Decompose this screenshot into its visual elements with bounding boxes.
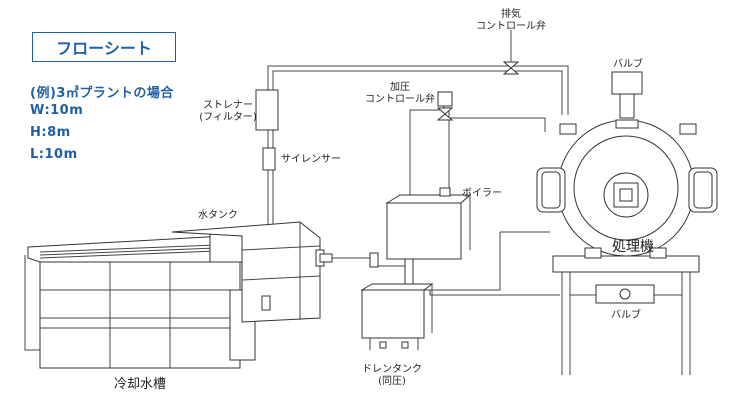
silencer — [262, 147, 276, 171]
cooling-water-tank — [27, 231, 256, 369]
drain-tank — [360, 283, 434, 350]
label-processor: 処理機 — [612, 239, 654, 255]
label-pressure-control-valve: 加圧コントロール弁 — [365, 81, 435, 105]
label-strainer: ストレナー(フィルター) — [199, 99, 257, 123]
example-heading: (例)3㎥プラントの場合 — [30, 86, 174, 101]
label-exhaust-control-valve: 排気コントロール弁 — [476, 7, 546, 32]
boiler — [385, 187, 472, 288]
label-boiler: ボイラー — [462, 187, 502, 199]
label-valve-bottom: バルブ — [611, 308, 641, 321]
water-tank — [171, 221, 333, 323]
dimension-l: L:10m — [30, 147, 78, 162]
dimension-w: W:10m — [30, 103, 84, 118]
label-silencer: サイレンサー — [281, 153, 341, 165]
processor — [536, 71, 718, 375]
page-title: フローシート — [32, 32, 176, 62]
label-drain-tank: ドレンタンク(同圧) — [362, 363, 422, 387]
label-water-tank: 水タンク — [198, 209, 238, 221]
strainer — [255, 89, 279, 131]
pressure-control-valve — [436, 91, 454, 121]
label-valve-top: バルブ — [613, 57, 643, 70]
label-cooling-tank: 冷却水槽 — [114, 377, 166, 392]
dimension-h: H:8m — [30, 125, 71, 140]
pipe-valve — [261, 252, 379, 311]
exhaust-control-valve — [502, 61, 520, 75]
